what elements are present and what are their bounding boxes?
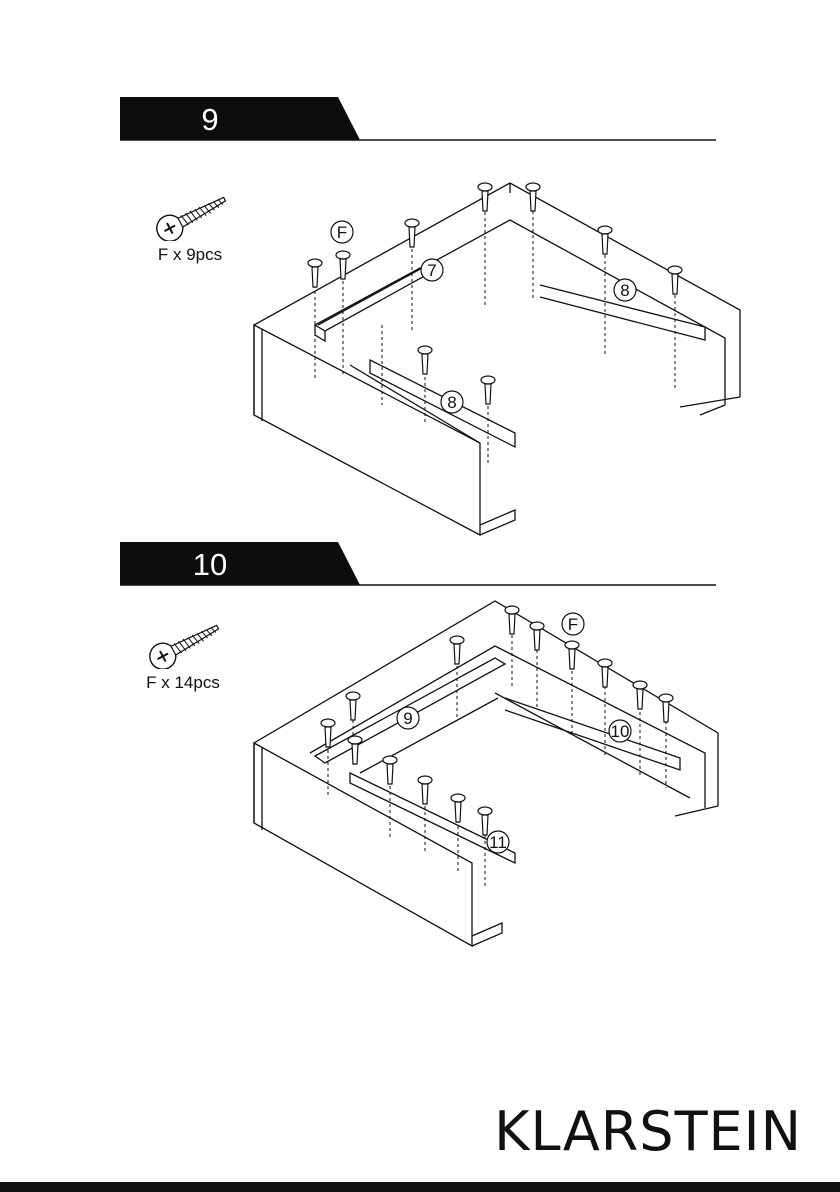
cabinet-drawing: F 9 10 11 bbox=[240, 598, 760, 958]
callout-part-10-label: 10 bbox=[611, 722, 630, 741]
step-number: 10 bbox=[120, 542, 300, 586]
screw-icon bbox=[138, 613, 228, 669]
step-9-assembly-diagram: F 7 8 8 bbox=[240, 175, 760, 550]
brand-logo: KLARSTEIN bbox=[494, 1100, 802, 1163]
screw-quantity-label: F x 9pcs bbox=[135, 245, 245, 265]
cabinet-drawing: F 7 8 8 bbox=[240, 175, 760, 550]
step-10-header: 10 bbox=[0, 542, 840, 588]
step-9-header: 9 bbox=[0, 97, 840, 143]
callout-part-11-label: 11 bbox=[489, 833, 507, 852]
step-number: 9 bbox=[120, 97, 300, 141]
callout-part-9-label: 9 bbox=[403, 709, 412, 728]
screw-icon bbox=[145, 185, 235, 241]
callout-screw-type-label: F bbox=[337, 223, 347, 242]
step-9-hardware: F x 9pcs bbox=[135, 185, 245, 265]
callout-part-8-front-label: 8 bbox=[447, 393, 456, 412]
callout-part-7-label: 7 bbox=[427, 261, 436, 280]
callout-part-8-right-label: 8 bbox=[620, 281, 629, 300]
footer-bar bbox=[0, 1182, 840, 1192]
step-10-assembly-diagram: F 9 10 11 bbox=[240, 598, 760, 958]
screw-quantity-label: F x 14pcs bbox=[128, 673, 238, 693]
callout-screw-type-label: F bbox=[568, 615, 578, 634]
step-10-hardware: F x 14pcs bbox=[128, 613, 238, 693]
